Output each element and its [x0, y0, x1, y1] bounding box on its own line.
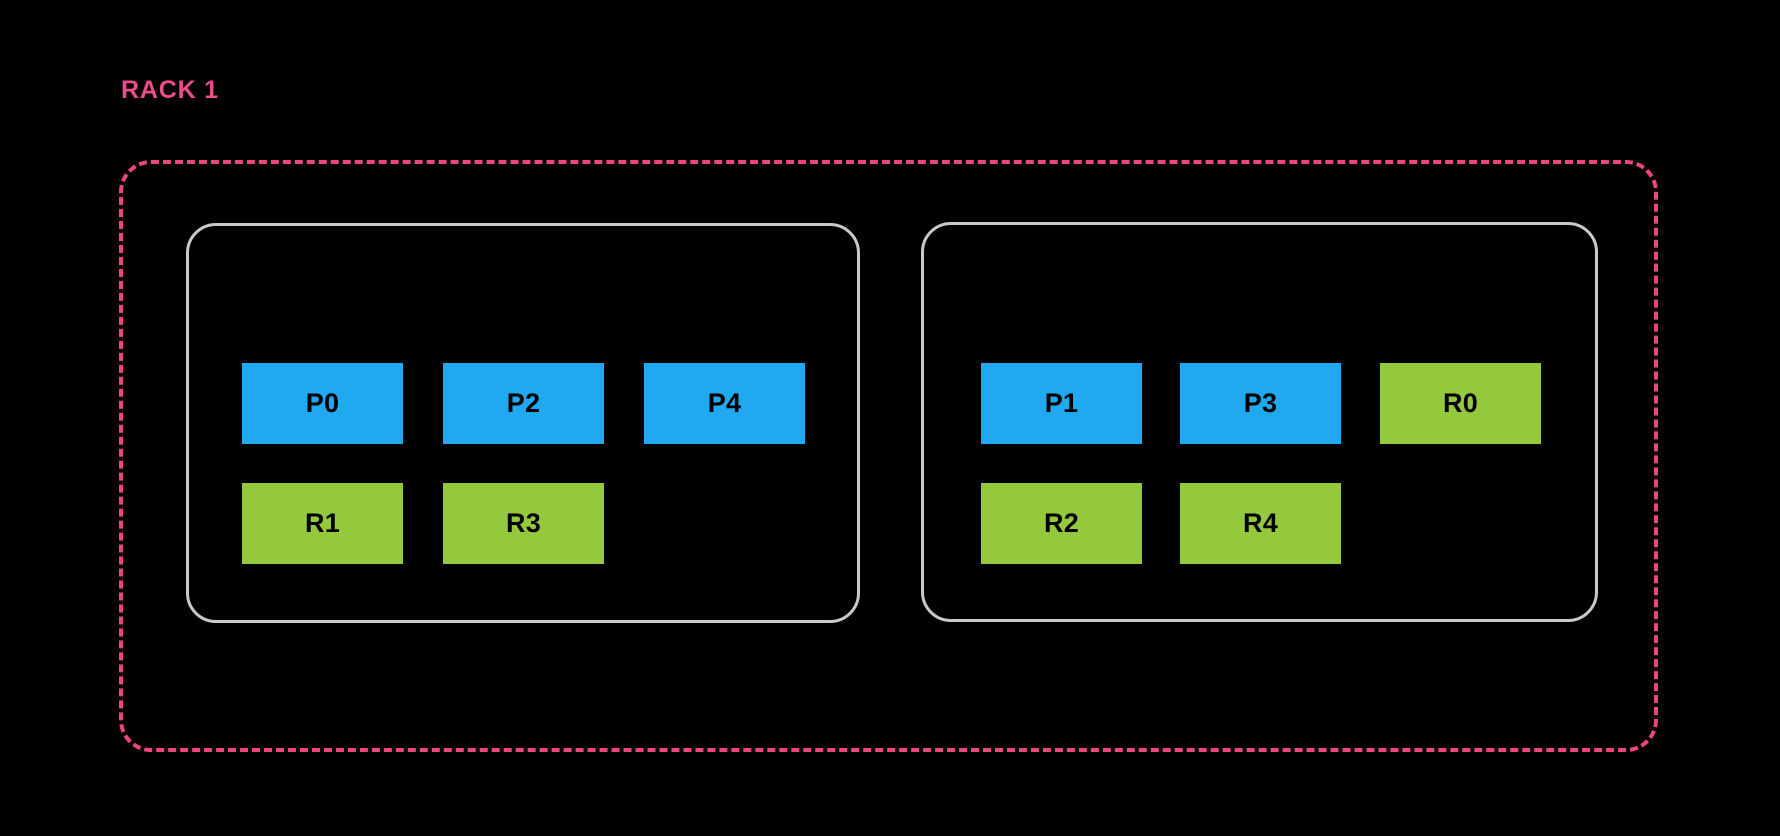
cell-label: P1: [1044, 388, 1079, 418]
cell-label: R3: [505, 508, 542, 538]
cell-label: P4: [707, 388, 742, 418]
cell-p2: P2: [443, 363, 604, 444]
host-box-left: [186, 223, 860, 623]
cell-label: P2: [506, 388, 541, 418]
cell-label: R1: [304, 508, 341, 538]
cell-p0: P0: [242, 363, 403, 444]
cell-label: R4: [1242, 508, 1279, 538]
host-box-right: [921, 222, 1598, 622]
cell-p3: P3: [1180, 363, 1341, 444]
cell-r4: R4: [1180, 483, 1341, 564]
cell-r1: R1: [242, 483, 403, 564]
cell-p1: P1: [981, 363, 1142, 444]
cell-label: R0: [1442, 388, 1479, 418]
cell-r3: R3: [443, 483, 604, 564]
rack-container: [119, 160, 1658, 752]
cell-label: P3: [1243, 388, 1278, 418]
cell-r2: R2: [981, 483, 1142, 564]
cell-p4: P4: [644, 363, 805, 444]
rack-label: RACK 1: [121, 76, 219, 104]
cell-r0: R0: [1380, 363, 1541, 444]
cell-label: P0: [305, 388, 340, 418]
cell-label: R2: [1043, 508, 1080, 538]
